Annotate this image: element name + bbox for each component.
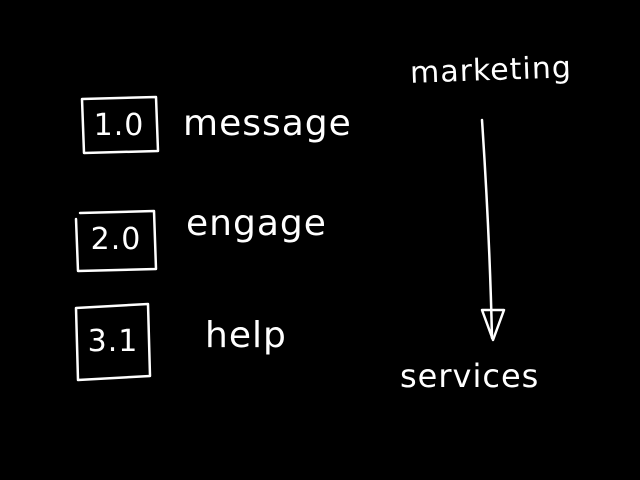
item-box-outline-2 bbox=[74, 209, 158, 273]
item-number-1: 1.0 bbox=[93, 108, 145, 143]
item-label-1: message bbox=[183, 103, 352, 144]
item-number-box-3: 3.1 bbox=[74, 302, 152, 382]
item-number-box-2: 2.0 bbox=[74, 207, 158, 273]
flow-target-label: services bbox=[400, 357, 540, 395]
item-label-2: engage bbox=[186, 203, 327, 244]
item-box-outline-3 bbox=[74, 302, 152, 382]
item-label-3: help bbox=[205, 315, 287, 356]
item-number-3: 3.1 bbox=[87, 324, 139, 359]
flow-source-label: marketing bbox=[409, 50, 573, 91]
down-arrow-icon bbox=[480, 118, 506, 342]
item-number-box-1: 1.0 bbox=[78, 95, 160, 157]
item-number-2: 2.0 bbox=[90, 222, 142, 257]
item-box-outline-1 bbox=[80, 95, 160, 155]
